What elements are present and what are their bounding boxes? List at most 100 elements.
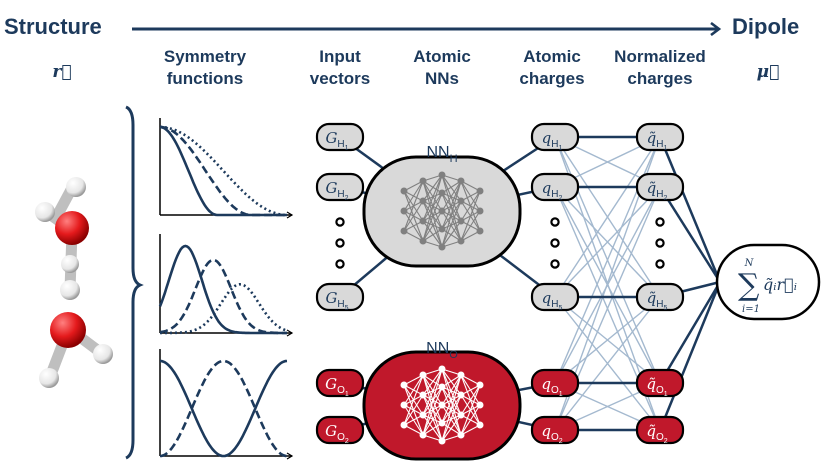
svg-text:NNO: NNO — [426, 340, 458, 361]
dipole-label: Dipole — [732, 14, 800, 39]
radial-cutoff-curve-1 — [159, 125, 287, 217]
ellipsis-dot — [335, 217, 345, 227]
normalized-node-h1-index: 1 — [663, 145, 667, 152]
mesh-node — [400, 421, 408, 429]
mesh-node — [457, 431, 465, 439]
mesh-node — [419, 217, 427, 225]
mesh-edge — [460, 404, 481, 436]
plot-x-arrow — [286, 452, 294, 460]
mesh-node — [419, 237, 427, 245]
nn-oxygen-label: NN — [426, 340, 449, 357]
charge-node-h2-element: H — [551, 189, 558, 200]
nn-hydrogen-mesh — [400, 171, 484, 251]
radial-cutoff-curve-2 — [159, 125, 287, 217]
mesh-edge — [441, 200, 462, 248]
mesh-edge — [422, 368, 443, 416]
mesh-edge — [441, 394, 462, 442]
normalization-link — [554, 136, 661, 298]
mesh-edge — [422, 414, 443, 442]
structure-label: Structure — [4, 14, 102, 39]
atomic-nns-heading: Atomic NNs — [396, 46, 488, 90]
mesh-edge — [422, 374, 443, 406]
atomic-charges-heading: Atomic charges — [506, 46, 598, 90]
input-node-h2-symbol: G — [325, 179, 337, 197]
mesh-node — [457, 371, 465, 379]
mesh-node — [419, 371, 427, 379]
input-node-o1-element: O — [337, 385, 345, 396]
input-vectors-line-2: vectors — [309, 69, 371, 88]
input-node-o1: GO1 — [315, 368, 365, 398]
mesh-edge — [403, 230, 424, 242]
mesh-edge — [460, 190, 481, 242]
mesh-edge — [422, 228, 443, 242]
mesh-edge — [441, 180, 462, 194]
mesh-node — [457, 411, 465, 419]
mesh-edge — [403, 394, 424, 426]
sum-sigma: ∑ — [738, 268, 760, 303]
input-node-h1-index: 1 — [345, 145, 349, 152]
mesh-node — [438, 207, 446, 215]
mesh-node — [476, 401, 484, 409]
mesh-edge — [441, 386, 462, 436]
mesh-edge — [403, 374, 424, 386]
input-vectors-heading: Input vectors — [295, 46, 385, 90]
plot-x-arrow — [286, 329, 294, 337]
mesh-edge — [422, 374, 443, 388]
ellipsis-dot — [550, 238, 560, 248]
mesh-edge — [441, 180, 462, 212]
nn-hydrogen-label: NN — [426, 144, 449, 161]
mesh-node — [476, 207, 484, 215]
mesh-node — [419, 411, 427, 419]
normalized-charges-line-1: Normalized — [614, 47, 706, 66]
charge-node-h2: qH2 — [530, 172, 580, 202]
mesh-edge — [441, 404, 462, 416]
radial-gaussian-curve-1 — [158, 244, 287, 335]
svg-text:GO1: GO1 — [325, 375, 349, 398]
ellipsis-dot — [655, 238, 665, 248]
mesh-edge — [422, 374, 443, 442]
ellipsis-dot — [335, 238, 345, 248]
charge-to-sum-link — [658, 281, 722, 384]
charge-node-h5-element: H — [551, 299, 558, 310]
nn-oxygen-subscript: O — [449, 349, 458, 361]
svg-text:GH1: GH1 — [325, 129, 348, 152]
charge-node-o2-symbol: q — [541, 422, 551, 440]
angular-curve-2 — [159, 359, 288, 458]
mesh-edge — [422, 174, 443, 242]
charge-to-sum-link — [658, 136, 722, 283]
normalized-node-o2-index: 2 — [664, 438, 668, 445]
mesh-node — [457, 177, 465, 185]
normalized-node-h5-symbol: q̃ — [647, 289, 657, 307]
normalization-link — [554, 296, 661, 431]
nn-hydrogen: NNH — [362, 144, 522, 268]
charge-node-o2-element: O — [551, 432, 559, 443]
mesh-edge — [441, 174, 462, 222]
mesh-node — [419, 197, 427, 205]
charge-node-o1-index: 1 — [559, 391, 563, 398]
normalized-node-o1-index: 1 — [664, 391, 668, 398]
mesh-edge — [460, 424, 481, 436]
atomic-nns-line-1: Atomic — [413, 47, 471, 66]
normalized-node-h2-index: 2 — [663, 195, 667, 202]
dipole-symbol: μ⃗ — [756, 62, 780, 82]
mesh-node — [457, 217, 465, 225]
svg-text:qH2: qH2 — [542, 179, 563, 202]
mesh-edge — [441, 180, 462, 230]
mesh-node — [400, 187, 408, 195]
mesh-edge — [441, 368, 462, 436]
input-node-h2: GH2 — [315, 172, 365, 202]
mesh-edge — [422, 368, 443, 396]
mesh-edge — [422, 210, 443, 242]
input-node-h1: GH1 — [315, 122, 365, 152]
mesh-node — [400, 381, 408, 389]
normalized-node-h1-symbol: q̃ — [647, 129, 657, 147]
mesh-node — [419, 391, 427, 399]
mesh-node — [438, 225, 446, 233]
charge-node-h5: qH5 — [530, 282, 580, 312]
mesh-node — [400, 227, 408, 235]
charge-node-h2-symbol: q — [542, 179, 552, 197]
mesh-edge — [422, 180, 443, 194]
svg-text:qO2: qO2 — [541, 422, 562, 445]
mesh-edge — [422, 200, 443, 248]
